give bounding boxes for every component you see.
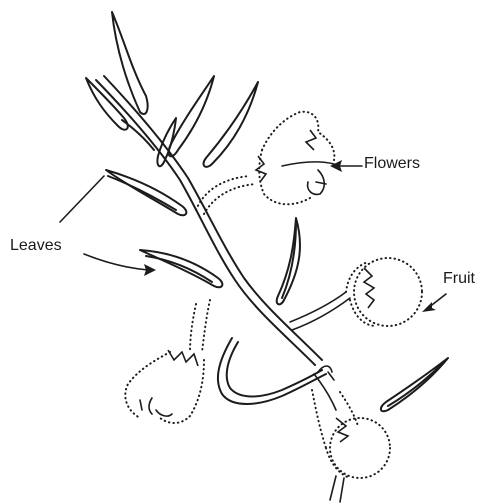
lower-left-flower bbox=[125, 300, 210, 423]
pointer-leaves-lower bbox=[84, 254, 156, 276]
bottom-right-leaf bbox=[381, 358, 448, 411]
right-leaves bbox=[277, 218, 300, 304]
label-flowers: Flowers bbox=[364, 156, 420, 172]
upper-flower bbox=[196, 112, 334, 214]
label-leaves: Leaves bbox=[10, 238, 62, 254]
bottom-flower-fruit bbox=[312, 366, 390, 502]
fruit-right bbox=[290, 258, 422, 330]
label-fruit: Fruit bbox=[443, 271, 475, 287]
pointer-leaves-upper bbox=[60, 176, 104, 222]
pointer-flowers bbox=[330, 160, 362, 172]
top-leaves bbox=[86, 12, 258, 167]
pointer-fruit bbox=[422, 294, 446, 312]
